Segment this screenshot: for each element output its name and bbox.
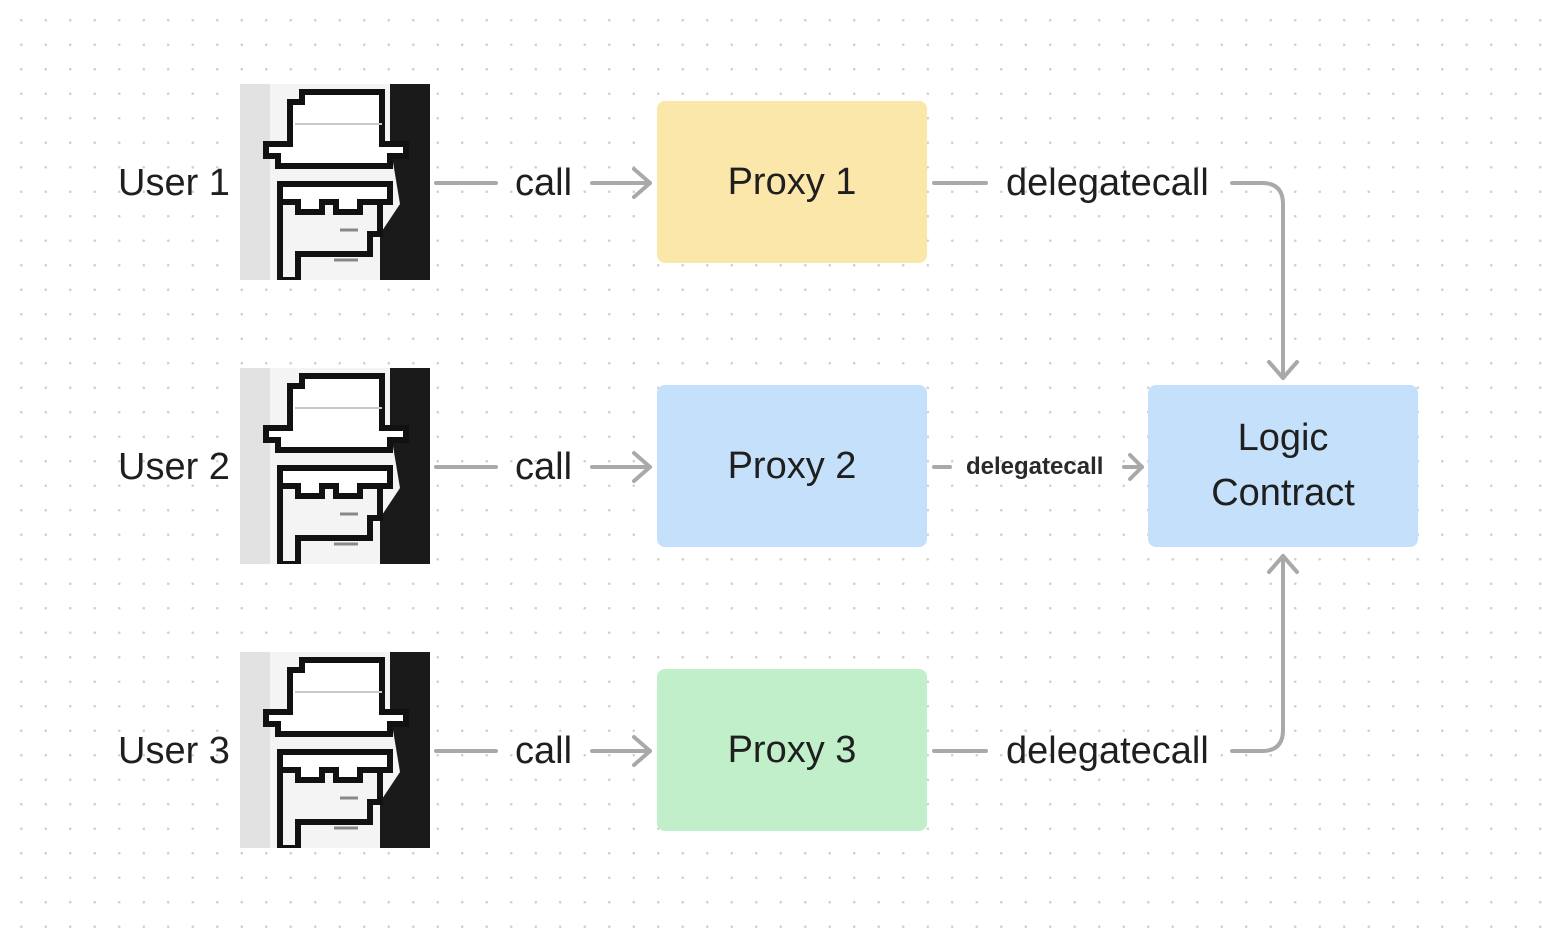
proxy-1-label: Proxy 1 — [727, 160, 857, 203]
logic-contract-line1: Logic — [1237, 417, 1329, 459]
dc1-arrowhead — [1267, 360, 1299, 380]
proxy-2-label: Proxy 2 — [727, 444, 857, 487]
call3-arrowhead — [632, 735, 652, 767]
proxy-1-box[interactable]: Proxy 1 — [657, 101, 927, 263]
hat-sunglasses-avatar-icon — [240, 652, 430, 848]
logic-contract-box[interactable]: Logic Contract — [1148, 385, 1418, 547]
dc1-to-logic-path — [1230, 181, 1285, 380]
call-label-1: call — [515, 162, 573, 204]
hat-sunglasses-avatar-icon — [240, 368, 430, 564]
proxy-2-box[interactable]: Proxy 2 — [657, 385, 927, 547]
user-2-label: User 2 — [118, 446, 230, 488]
delegatecall-label-1: delegatecall — [1006, 162, 1209, 204]
call1-arrowhead — [632, 167, 652, 199]
dc3-to-logic-path — [1230, 554, 1285, 753]
user-1-label: User 1 — [118, 162, 230, 204]
delegatecall-label-3: delegatecall — [1006, 730, 1209, 772]
proxy-3-label: Proxy 3 — [727, 728, 857, 771]
call-label-2: call — [515, 446, 573, 488]
hat-sunglasses-avatar-icon — [240, 84, 430, 280]
proxy-3-box[interactable]: Proxy 3 — [657, 669, 927, 831]
user-3-label: User 3 — [118, 730, 230, 772]
dc3-arrowhead — [1267, 554, 1299, 574]
delegatecall-label-2: delegatecall — [966, 453, 1104, 480]
call-label-3: call — [515, 730, 573, 772]
logic-contract-line2: Contract — [1211, 472, 1355, 514]
dc2-arrowhead — [1128, 453, 1144, 481]
call2-arrowhead — [632, 451, 652, 483]
